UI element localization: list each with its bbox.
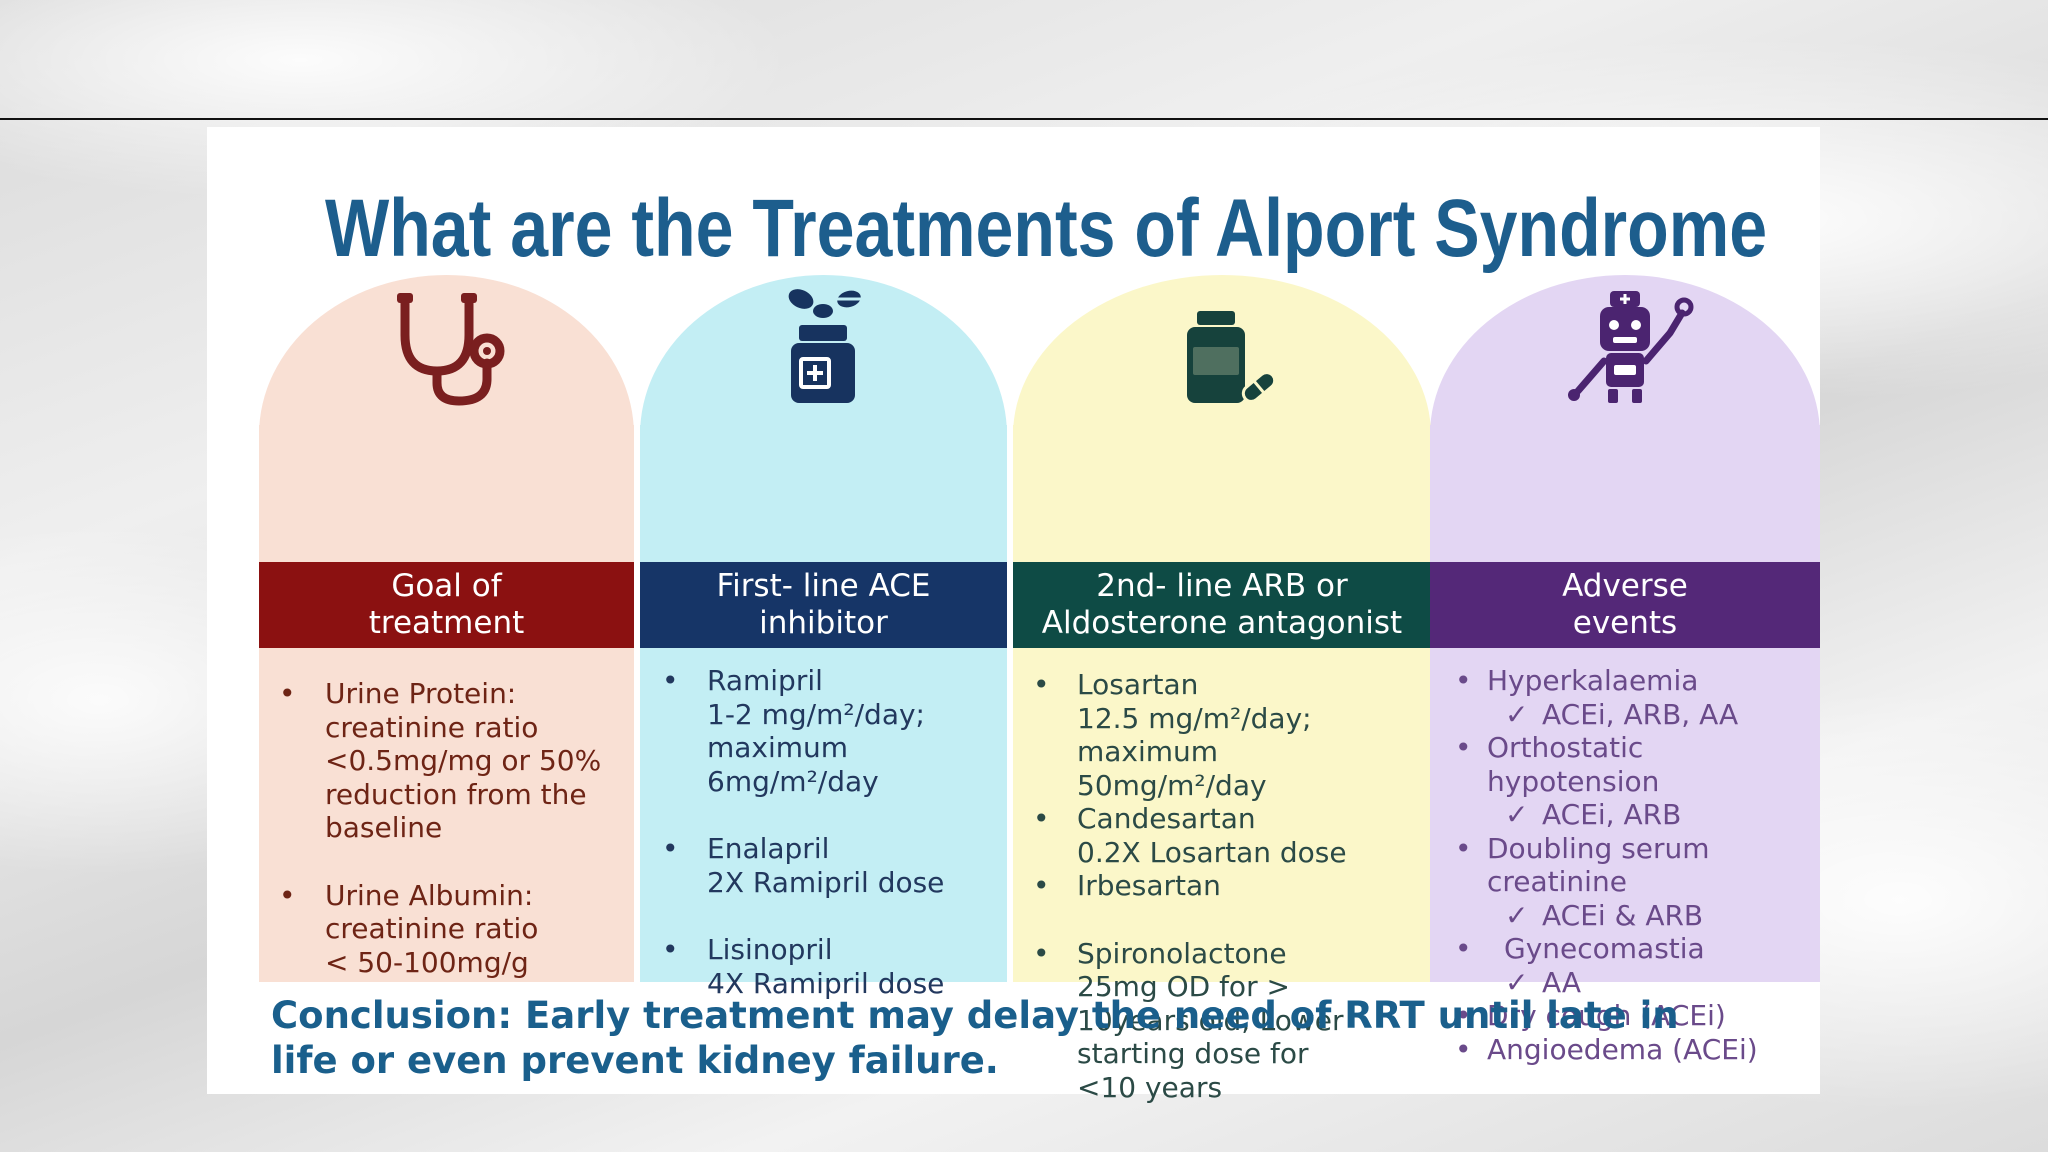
list-item: • Gynecomastia	[1455, 932, 1705, 965]
top-rule	[0, 118, 2048, 120]
column-body	[1013, 425, 1431, 982]
pill-bottle-icon	[769, 283, 879, 412]
list-item: • Orthostatic hypotension	[1455, 731, 1660, 798]
list-item: • Losartan 12.5 mg/m²/day; maximum 50mg/…	[1033, 668, 1312, 802]
list-subitem: ✓ ACEi, ARB	[1505, 798, 1682, 831]
medicine-jar-icon	[1167, 283, 1277, 412]
column-body	[259, 425, 634, 982]
column-body	[1430, 425, 1820, 982]
robot-doctor-icon	[1550, 283, 1700, 412]
check-icon: ✓	[1505, 898, 1529, 932]
list-item: • Irbesartan	[1033, 869, 1221, 902]
slide-title: What are the Treatments of Alport Syndro…	[325, 183, 1768, 274]
check-icon: ✓	[1505, 798, 1529, 831]
conclusion-text: Conclusion: Early treatment may delay th…	[271, 994, 1679, 1082]
list-item: • Doubling serum creatinine	[1455, 831, 1710, 899]
ace-list: • Ramipril 1-2 mg/m²/day; maximum 6mg/m²…	[640, 664, 1007, 1000]
column-body	[640, 425, 1007, 982]
list-subitem: ✓ ACEi & ARB	[1505, 898, 1704, 932]
arb-list: • Losartan 12.5 mg/m²/day; maximum 50mg/…	[1013, 668, 1431, 1104]
list-item: • Lisinopril 4X Ramipril dose	[662, 933, 945, 1000]
list-item: • Candesartan 0.2X Losartan dose	[1033, 802, 1347, 869]
list-item: • Urine Protein: creatinine ratio <0.5mg…	[279, 677, 602, 844]
goal-list: • Urine Protein: creatinine ratio <0.5mg…	[259, 677, 634, 979]
list-item: • Angioedema (ACEi)	[1455, 1032, 1758, 1066]
list-item: • Hyperkalaemia	[1455, 664, 1699, 697]
adverse-list: • Hyperkalaemia ✓ ACEi, ARB, AA • Orthos…	[1430, 664, 1820, 1066]
list-item: • Dry cough (ACEi)	[1455, 999, 1726, 1032]
list-subitem: ✓ AA	[1505, 965, 1582, 999]
list-subitem: ✓ ACEi, ARB, AA	[1505, 697, 1739, 731]
list-item: • Spironolactone 25mg OD for > 10years o…	[1033, 936, 1344, 1104]
list-item: • Ramipril 1-2 mg/m²/day; maximum 6mg/m²…	[662, 664, 925, 798]
list-item: • Enalapril 2X Ramipril dose	[662, 832, 945, 899]
check-icon: ✓	[1505, 965, 1529, 999]
slide: What are the Treatments of Alport Syndro…	[207, 127, 1820, 1104]
stethoscope-icon	[377, 283, 517, 412]
list-item: • Urine Albumin: creatinine ratio < 50-1…	[279, 878, 539, 979]
check-icon: ✓	[1505, 697, 1529, 731]
